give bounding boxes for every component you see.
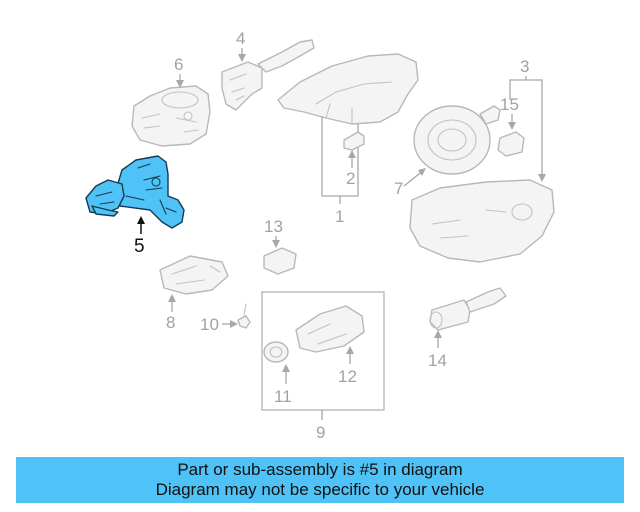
callout-1: 1 [321,116,359,226]
callout-11: 11 [274,364,292,406]
banner-line-1: Part or sub-assembly is #5 in diagram [177,460,463,479]
callout-14: 14 [428,330,447,370]
part-15-sensor [497,131,525,157]
part-5-combination-switch[interactable] [85,155,185,229]
part-1-column-shroud [277,53,419,125]
callout-3: 3 [509,57,546,182]
part-8-bracket [159,255,229,295]
svg-text:5: 5 [134,236,145,257]
callout-5: 5 [134,216,145,257]
svg-text:2: 2 [346,169,355,188]
part-14-key-cylinder [429,287,507,331]
part-6-switch-housing [131,85,211,147]
banner-line-2: Diagram may not be specific to your vehi… [155,480,485,499]
callout-12: 12 [338,346,357,386]
svg-text:14: 14 [428,351,447,370]
callout-10: 10 [200,315,238,334]
callout-8: 8 [166,294,176,332]
svg-text:8: 8 [166,313,175,332]
svg-text:1: 1 [335,207,344,226]
callout-4: 4 [236,29,246,62]
svg-text:15: 15 [500,95,519,114]
svg-text:3: 3 [520,57,529,76]
parts-diagram: 6 4 1 2 7 [85,29,555,442]
svg-text:13: 13 [264,217,283,236]
svg-text:10: 10 [200,315,219,334]
part-2-clip [343,131,365,151]
part-10-bolt [237,303,251,329]
svg-text:9: 9 [316,423,325,442]
svg-text:12: 12 [338,367,357,386]
callout-15: 15 [500,95,519,130]
svg-text:7: 7 [394,179,403,198]
callout-2: 2 [346,150,356,188]
callout-13: 13 [264,217,283,248]
part-3-column-cover [409,179,555,263]
callout-6: 6 [174,55,184,88]
part-4-lever-switch [221,39,315,111]
svg-text:4: 4 [236,29,245,48]
part-12-lock-housing [295,305,365,353]
info-banner: Part or sub-assembly is #5 in diagram Di… [16,457,624,503]
callout-7: 7 [394,168,426,198]
svg-text:6: 6 [174,55,183,74]
part-13-connector [263,247,297,275]
part-9-group-box: 9 [261,291,385,442]
svg-text:11: 11 [274,387,292,406]
part-11-lock-cylinder [263,341,289,363]
part-7-clockspring [413,105,501,175]
